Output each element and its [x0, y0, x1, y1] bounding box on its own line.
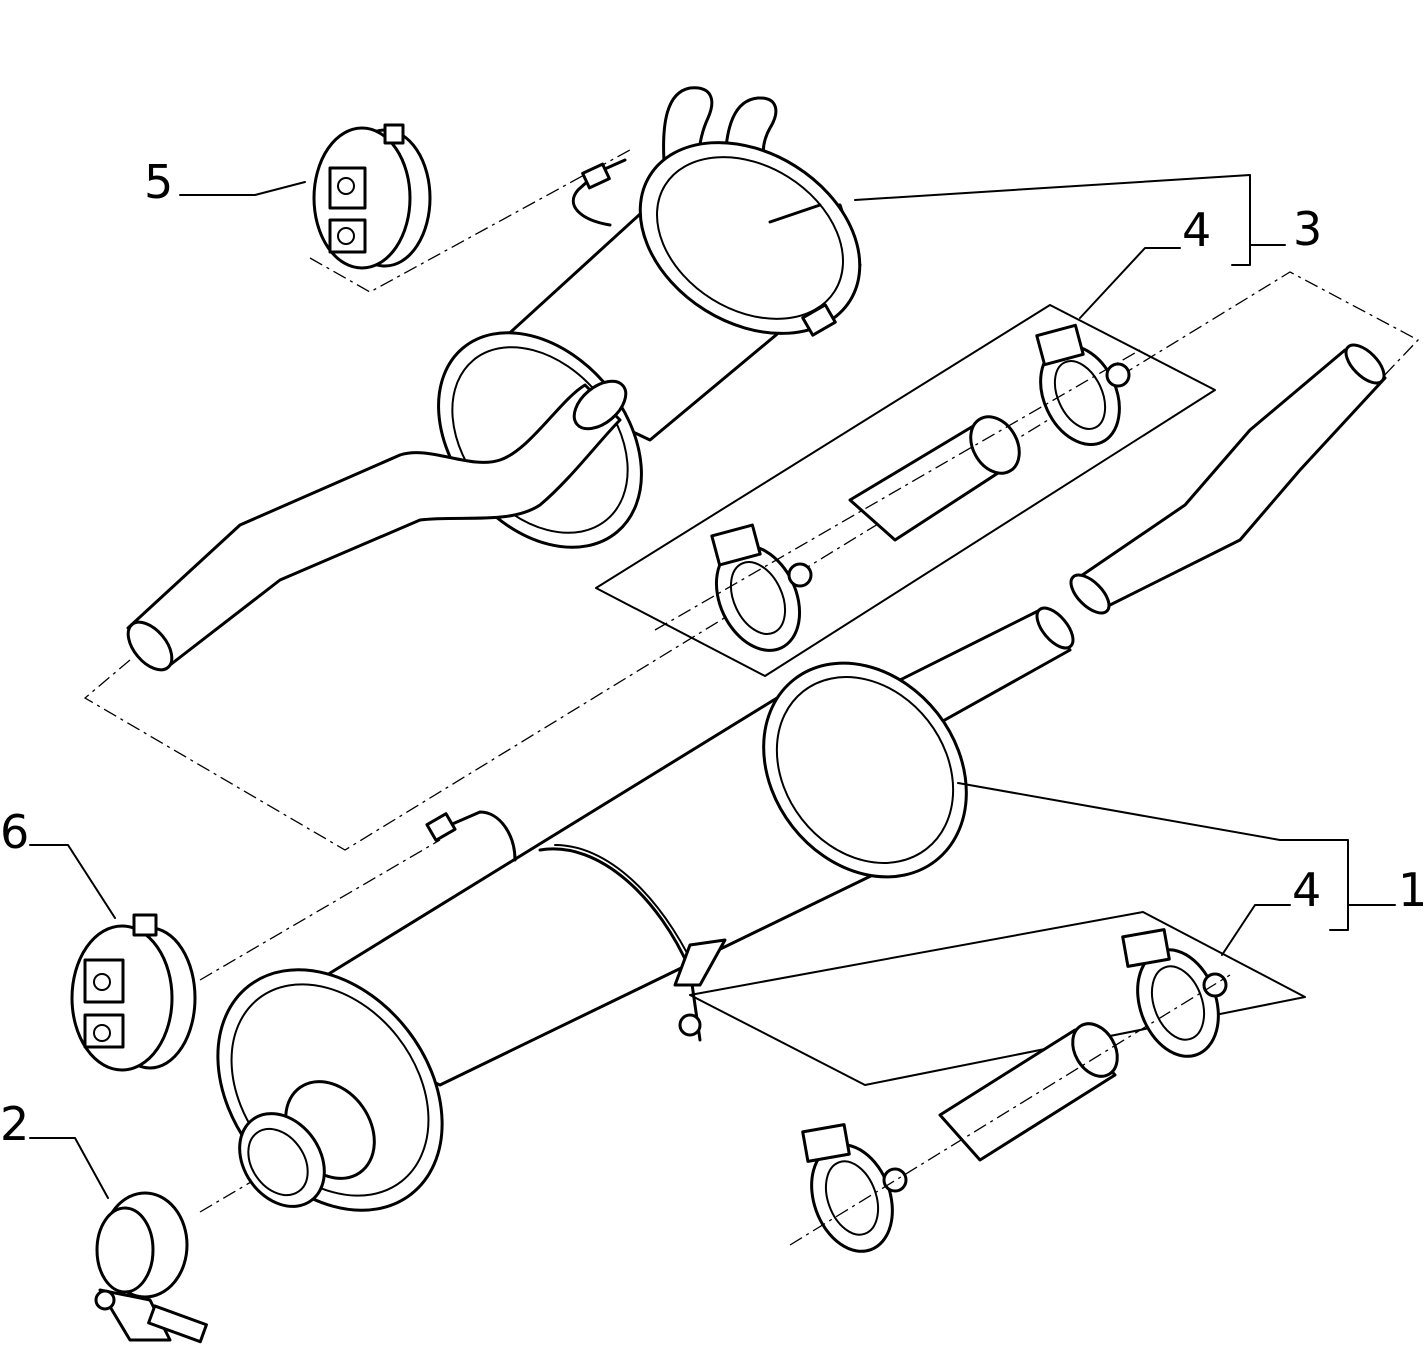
- label-part-5: 5: [144, 155, 173, 209]
- label-part-4-upper: 4: [1182, 203, 1211, 257]
- rubber-mount-part-5: [312, 123, 432, 270]
- intermediate-pipe: [1069, 343, 1387, 615]
- clamp-kit-upper: [595, 304, 1216, 677]
- rear-silencer: [126, 86, 862, 672]
- callout-labels: 5 6 2 4 3 4 1: [0, 155, 1424, 1151]
- label-part-2: 2: [0, 1097, 29, 1151]
- label-part-1: 1: [1398, 863, 1424, 917]
- label-part-6: 6: [0, 805, 29, 859]
- rubber-mount-part-6: [70, 913, 197, 1072]
- clamp-kit-lower: [689, 911, 1306, 1253]
- clamp-part-2: [94, 1191, 208, 1344]
- leader-lines: [29, 174, 1396, 1199]
- central-silencer: [216, 661, 968, 1212]
- label-part-3: 3: [1293, 202, 1322, 256]
- label-part-4-lower: 4: [1292, 863, 1321, 917]
